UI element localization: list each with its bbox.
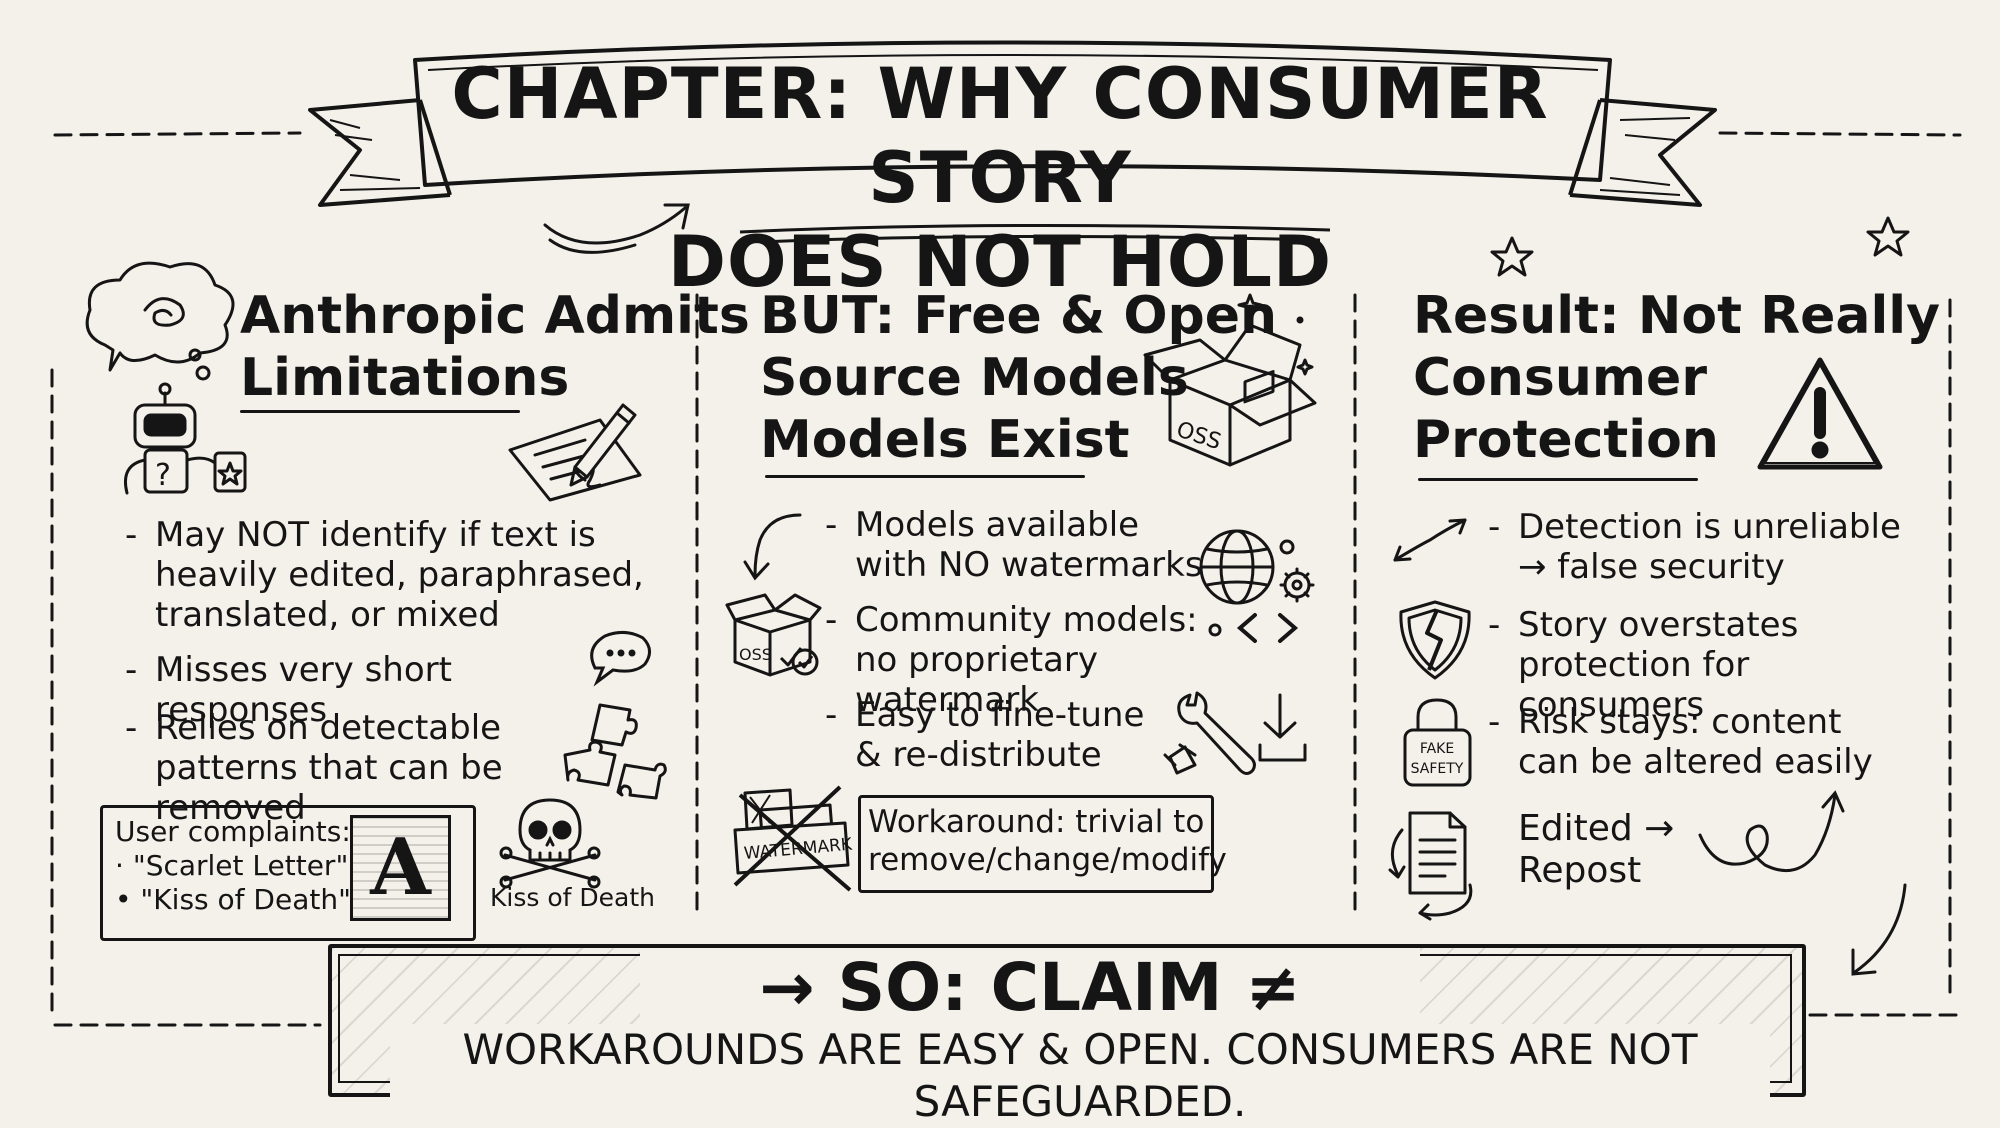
lock-label-1: FAKE [1420,741,1454,757]
left-bullet-1: -May NOT identify if text is heavily edi… [125,515,644,635]
complaint-item: · "Scarlet Letter" • [115,849,374,882]
edited-repost-text: Edited → Repost [1518,808,1675,891]
scarlet-letter-icon: A [350,815,451,921]
conclusion-subtext: WORKAROUNDS ARE EASY & OPEN. CONSUMERS A… [390,1024,1770,1128]
crossed-watermark-icon: WATERMARK [733,785,854,892]
box-label: OSS [1173,417,1224,455]
complaints-box [100,805,476,941]
curvy-arrow-icon [543,206,687,245]
open-box-icon: OSS [1143,293,1317,467]
left-heading: Anthropic Admits Limitations [240,286,750,408]
title-ribbon [308,40,1910,277]
page-title: CHAPTER: WHY CONSUMER STORY DOES NOT HOL… [420,52,1580,304]
wrench-download-icon [1163,691,1307,775]
lock-label-2: SAFETY [1411,761,1464,777]
scribble-icon [143,297,185,327]
thought-bubble-robot-icon: ? [85,261,247,495]
left-bullet-2: -Misses very short responses [125,650,452,730]
left-bullet-3: -Relies on detectable patterns that can … [125,708,503,828]
heading-underline [765,475,1085,478]
speech-bubble-icon [590,631,651,687]
middle-bullet-3: -Easy to fine-tune & re-distribute [825,695,1145,775]
complaints-label: User complaints: [115,815,351,848]
globe-gears-code-icon [1199,529,1315,643]
padlock-icon: FAKE SAFETY [1403,698,1472,787]
oss-box-check-icon: OSS [725,593,822,677]
right-bullet-1: -Detection is unreliable → false securit… [1488,507,1901,587]
down-arrow-icon [1851,883,1907,976]
sparkle-icon [1237,293,1263,317]
workaround-text: Workaround: trivial to remove/change/mod… [868,804,1227,878]
document-cycle-icon [1388,811,1473,921]
star-icon [1866,216,1910,257]
small-box-label: OSS [739,645,772,664]
pen-paper-icon [508,403,642,502]
title-line-2: DOES NOT HOLD [667,221,1333,303]
title-line-1: CHAPTER: WHY CONSUMER STORY [451,53,1549,219]
broken-shield-icon [1399,600,1471,680]
middle-bullet-2: -Community models: no proprietary waterm… [825,600,1198,720]
star-icon [1490,236,1534,277]
svg-text:?: ? [155,458,171,493]
curved-arrow-icon [743,513,802,581]
kiss-of-death-label: Kiss of Death [490,883,655,912]
complaint-item: • "Kiss of Death" • [115,883,376,916]
right-bullet-2: -Story overstates protection for consume… [1488,605,1799,725]
loop-arrow-icon [1698,790,1845,873]
middle-heading: BUT: Free & Open Source Models Models Ex… [760,286,1278,470]
complaints-text: User complaints: · "Scarlet Letter" • • … [115,815,376,917]
puzzle-pieces-icon [563,703,667,800]
double-arrow-icon [1393,518,1467,562]
middle-bullet-1: -Models available with NO watermarks [825,505,1203,585]
heading-underline [1418,478,1698,481]
right-bullet-3: -Risk stays: content can be altered easi… [1488,702,1873,782]
workaround-box [858,795,1214,893]
warning-icon [1757,357,1883,470]
skull-crossbones-icon [499,798,601,889]
heading-underline [240,410,520,413]
right-heading: Result: Not Really Consumer Protection [1413,286,1941,470]
